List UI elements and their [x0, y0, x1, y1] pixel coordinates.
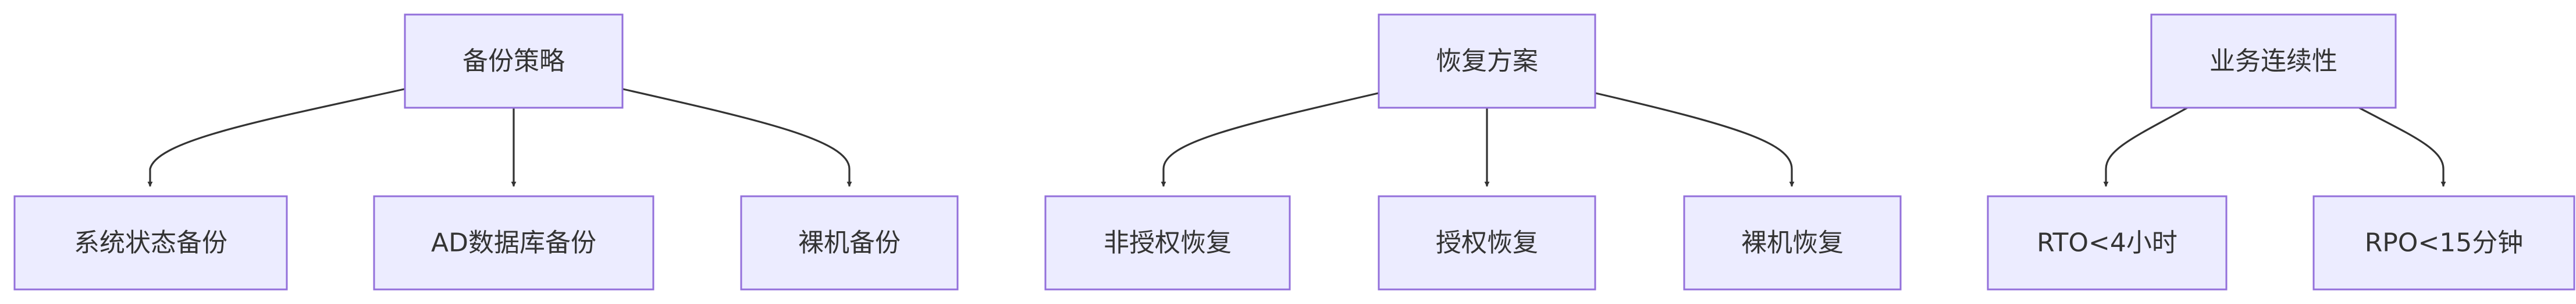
node-non-authoritative-restore-label: 非授权恢复 [1104, 228, 1232, 258]
node-backup-strategy-label: 备份策略 [462, 47, 565, 76]
node-rpo-label: RPO<15分钟 [2365, 228, 2524, 258]
node-rpo: RPO<15分钟 [2312, 195, 2575, 291]
node-ad-database-backup: AD数据库备份 [373, 195, 654, 291]
node-system-state-backup-label: 系统状态备份 [74, 228, 227, 258]
node-bare-metal-recovery: 裸机恢复 [1683, 195, 1902, 291]
node-system-state-backup: 系统状态备份 [13, 195, 288, 291]
node-ad-database-backup-label: AD数据库备份 [431, 228, 596, 258]
node-rto-label: RTO<4小时 [2037, 228, 2177, 258]
node-bare-metal-backup-label: 裸机备份 [798, 228, 901, 258]
node-recovery-plan: 恢复方案 [1378, 13, 1596, 109]
edge-backup-strategy-to-bare-metal [622, 88, 852, 187]
node-authoritative-restore-label: 授权恢复 [1436, 228, 1538, 258]
edge-continuity-to-rto [2103, 107, 2188, 187]
edge-continuity-to-rpo [2358, 107, 2446, 187]
node-bare-metal-recovery-label: 裸机恢复 [1741, 228, 1844, 258]
node-non-authoritative-restore: 非授权恢复 [1044, 195, 1291, 291]
node-rto: RTO<4小时 [1987, 195, 2228, 291]
node-business-continuity-label: 业务连续性 [2209, 47, 2337, 76]
node-recovery-plan-label: 恢复方案 [1436, 47, 1538, 76]
edge-recovery-plan-to-bare-metal-recovery [1595, 92, 1795, 187]
edge-backup-strategy-to-system-state [147, 88, 405, 187]
node-backup-strategy: 备份策略 [404, 13, 624, 109]
node-business-continuity: 业务连续性 [2150, 13, 2397, 109]
edge-recovery-plan-to-non-authoritative [1161, 92, 1379, 187]
node-authoritative-restore: 授权恢复 [1378, 195, 1596, 291]
node-bare-metal-backup: 裸机备份 [740, 195, 959, 291]
